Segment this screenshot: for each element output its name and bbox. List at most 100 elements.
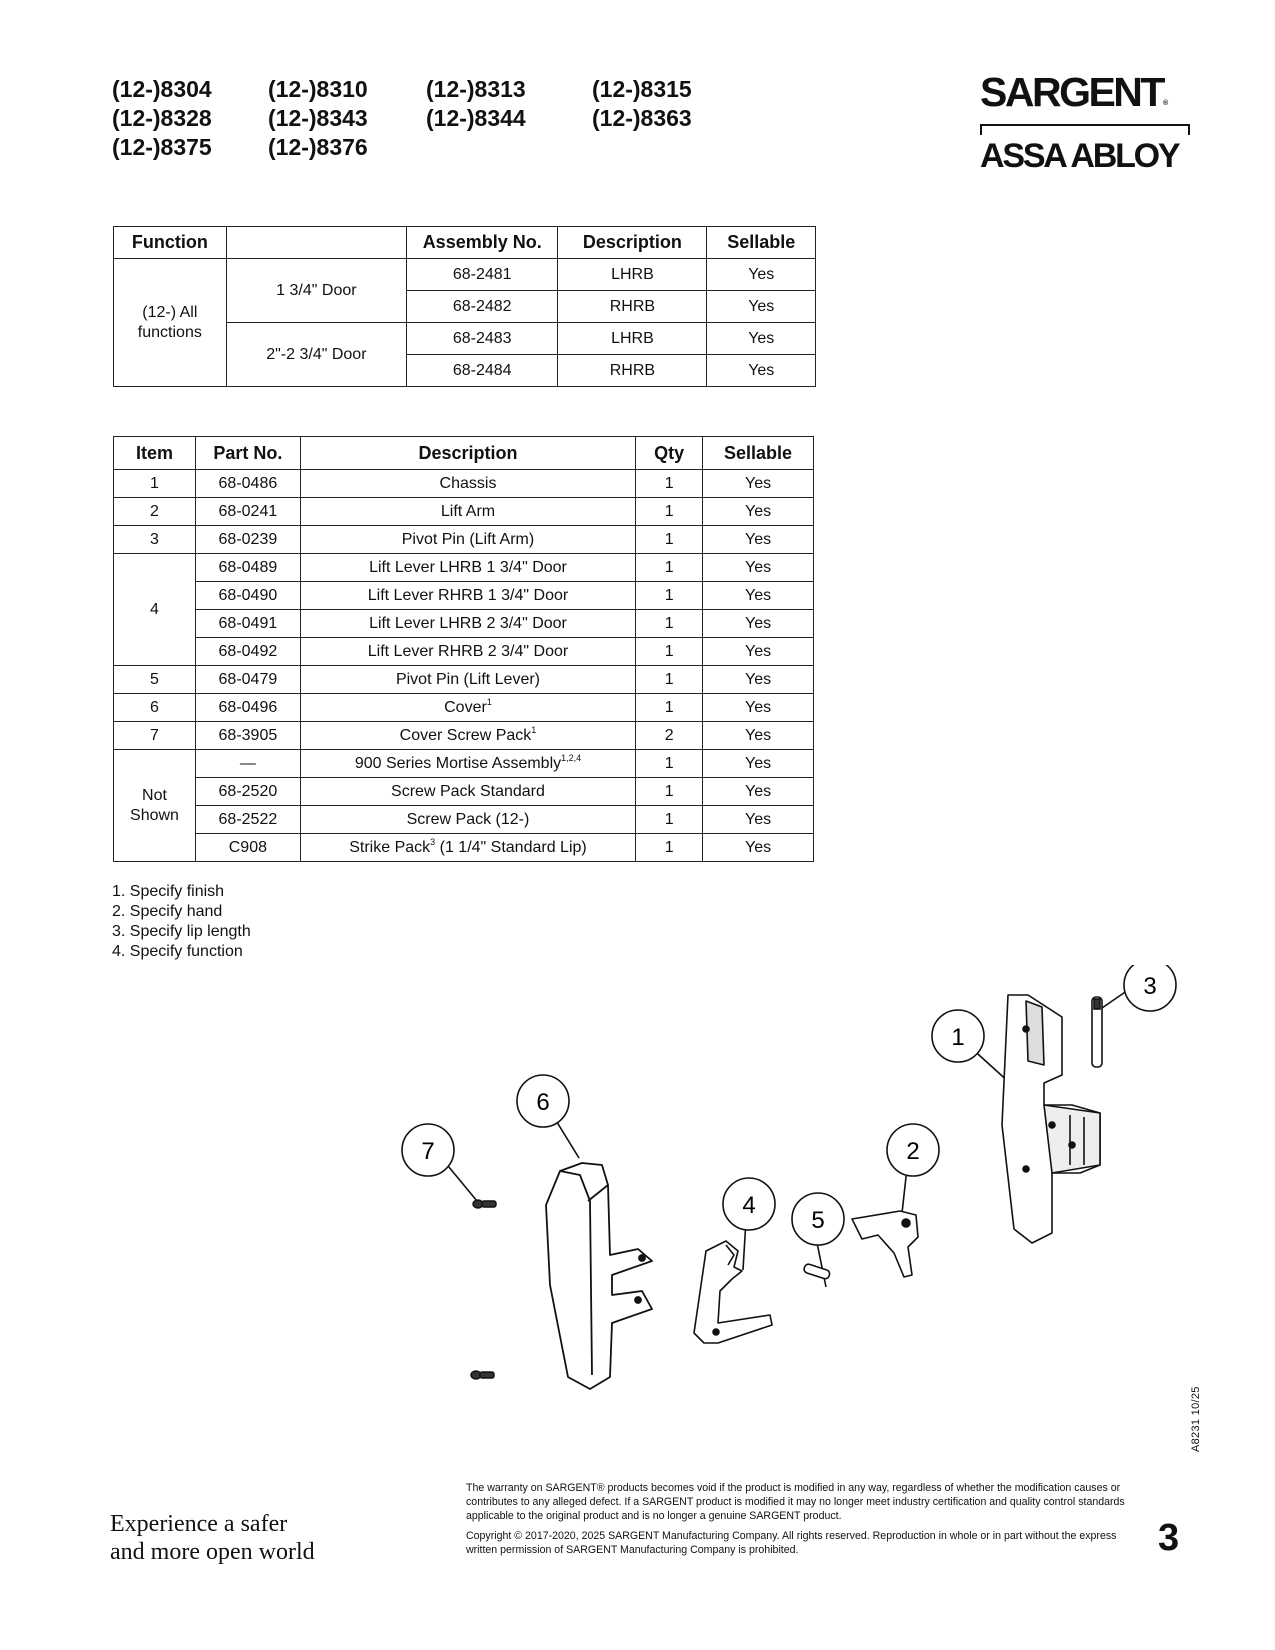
qty-cell: 1 xyxy=(635,581,704,610)
column-header: Sellable xyxy=(706,226,816,259)
tagline-line: and more open world xyxy=(110,1539,315,1565)
sellable-cell: Yes xyxy=(702,665,814,694)
tagline: Experience a safer and more open world xyxy=(110,1510,410,1566)
part-number: — xyxy=(194,749,301,778)
part-description: Strike Pack3 (1 1/4" Standard Lip) xyxy=(299,833,637,862)
column-header: Part No. xyxy=(194,436,301,470)
qty-cell: 1 xyxy=(635,497,704,526)
exploded-parts-diagram: 1 2 3 4 5 6 7 xyxy=(401,965,1177,1390)
footnote: 2. Specify hand xyxy=(112,903,223,920)
assembly-number: 68-2482 xyxy=(406,290,559,323)
chassis-part xyxy=(1001,994,1101,1244)
model-number: (12-)8328 xyxy=(112,105,212,131)
model-number: (12-)8343 xyxy=(268,105,368,131)
part-description: Lift Lever RHRB 2 3/4" Door xyxy=(299,637,637,666)
part-number: 68-0489 xyxy=(194,553,301,582)
sellable-cell: Yes xyxy=(702,581,814,610)
callout-balloon-7: 7 xyxy=(401,1123,455,1177)
item-cell: 5 xyxy=(113,665,196,694)
table-row: 68-0491 Lift Lever LHRB 2 3/4" Door 1 Ye… xyxy=(114,609,814,638)
qty-cell: 1 xyxy=(635,469,704,498)
part-description: Lift Lever RHRB 1 3/4" Door xyxy=(299,581,637,610)
page-number: 3 xyxy=(1158,1517,1180,1559)
qty-cell: 1 xyxy=(635,749,704,778)
part-description-text: 900 Series Mortise Assembly xyxy=(354,754,562,772)
table-row: 68-2482 RHRB Yes xyxy=(114,290,816,323)
table-row: 4 68-0489 Lift Lever LHRB 1 3/4" Door 1 … xyxy=(113,553,814,666)
footnote: 1. Specify finish xyxy=(112,883,225,900)
sellable-cell: Yes xyxy=(702,609,814,638)
table-row: 7 68-3905 Cover Screw Pack1 2 Yes xyxy=(113,721,814,750)
model-number: (12-)8376 xyxy=(268,134,368,160)
callout-balloon-6: 6 xyxy=(516,1074,570,1128)
logo-rule xyxy=(980,124,1190,137)
footnote-ref: 1 xyxy=(531,724,537,735)
sellable-cell: Yes xyxy=(702,497,814,526)
cover-screw xyxy=(470,1370,495,1380)
model-number: (12-)8344 xyxy=(426,105,526,131)
registered-mark: ® xyxy=(1162,100,1169,107)
tagline-line: Experience a safer xyxy=(110,1511,288,1537)
table-row: 1 68-0486 Chassis 1 Yes xyxy=(113,469,814,498)
model-number: (12-)8304 xyxy=(112,76,212,102)
part-description: Pivot Pin (Lift Arm) xyxy=(299,525,637,554)
assembly-number: 68-2483 xyxy=(406,322,559,355)
item-cell: 4 xyxy=(113,553,196,666)
part-number: 68-0241 xyxy=(194,497,301,526)
document-number: A8231 10/25 xyxy=(1190,1386,1202,1452)
table-row: 68-2522 Screw Pack (12-) 1 Yes xyxy=(114,805,814,834)
qty-cell: 1 xyxy=(635,553,704,582)
sellable-cell: Yes xyxy=(702,777,814,806)
item-cell: Not Shown xyxy=(113,749,196,862)
table-row: 2"-2 3/4" Door 68-2483 LHRB Yes xyxy=(114,322,816,387)
sellable-cell: Yes xyxy=(702,749,814,778)
model-number: (12-)8375 xyxy=(112,134,212,160)
sellable-cell: Yes xyxy=(706,290,816,323)
part-number: 68-0490 xyxy=(194,581,301,610)
lift-lever-part xyxy=(693,1240,773,1344)
qty-cell: 1 xyxy=(635,525,704,554)
table-row: C908 Strike Pack3 (1 1/4" Standard Lip) … xyxy=(114,833,814,862)
lift-arm-part xyxy=(851,1210,919,1278)
copyright-notice: Copyright © 2017-2020, 2025 SARGENT Manu… xyxy=(466,1530,1117,1556)
pivot-pin-lift-lever xyxy=(803,1263,831,1280)
qty-cell: 1 xyxy=(635,637,704,666)
part-description-text: (1 1/4" Standard Lip) xyxy=(435,838,587,856)
column-header: Sellable xyxy=(702,436,814,470)
column-header: Assembly No. xyxy=(406,226,559,259)
column-header: Item xyxy=(113,436,196,470)
cover-screw xyxy=(472,1199,497,1209)
part-description: Screw Pack (12-) xyxy=(299,805,637,834)
qty-cell: 1 xyxy=(635,693,704,722)
table-row: 5 68-0479 Pivot Pin (Lift Lever) 1 Yes xyxy=(113,665,814,694)
part-description: Chassis xyxy=(299,469,637,498)
item-cell: 2 xyxy=(113,497,196,526)
table-row: 6 68-0496 Cover1 1 Yes xyxy=(113,693,814,722)
table-row: Not Shown — 900 Series Mortise Assembly 1… xyxy=(113,749,814,862)
qty-cell: 1 xyxy=(635,833,704,862)
table-header-row: Item Part No. Description Qty Sellable xyxy=(113,436,814,470)
model-number: (12-)8363 xyxy=(592,105,692,131)
part-description: Cover1 xyxy=(299,693,637,722)
item-cell: 1 xyxy=(113,469,196,498)
table-row: 68-2520 Screw Pack Standard 1 Yes xyxy=(114,777,814,806)
assembly-description: RHRB xyxy=(557,290,708,323)
part-number: 68-2522 xyxy=(194,805,301,834)
footnote: 4. Specify function xyxy=(112,943,243,960)
sargent-logo: SARGENT® ASSA ABLOY xyxy=(980,64,1190,173)
footnote-ref: 1 xyxy=(486,696,492,707)
door-cell: 2"-2 3/4" Door xyxy=(225,322,408,387)
part-number: 68-0479 xyxy=(194,665,301,694)
item-cell: 6 xyxy=(113,693,196,722)
warranty-notice: The warranty on SARGENT® products become… xyxy=(466,1482,1125,1522)
part-description: Pivot Pin (Lift Lever) xyxy=(299,665,637,694)
footnotes: 1. Specify finish 2. Specify hand 3. Spe… xyxy=(112,882,251,962)
sellable-cell: Yes xyxy=(706,354,816,387)
callout-label: 5 xyxy=(811,1207,824,1234)
part-description-text: Strike Pack xyxy=(349,838,431,856)
table-row: 68-0492 Lift Lever RHRB 2 3/4" Door 1 Ye… xyxy=(114,637,814,666)
part-description: Lift Lever LHRB 1 3/4" Door xyxy=(299,553,637,582)
part-description: Lift Arm xyxy=(299,497,637,526)
part-number: 68-0486 xyxy=(194,469,301,498)
assembly-number: 68-2481 xyxy=(406,258,559,291)
